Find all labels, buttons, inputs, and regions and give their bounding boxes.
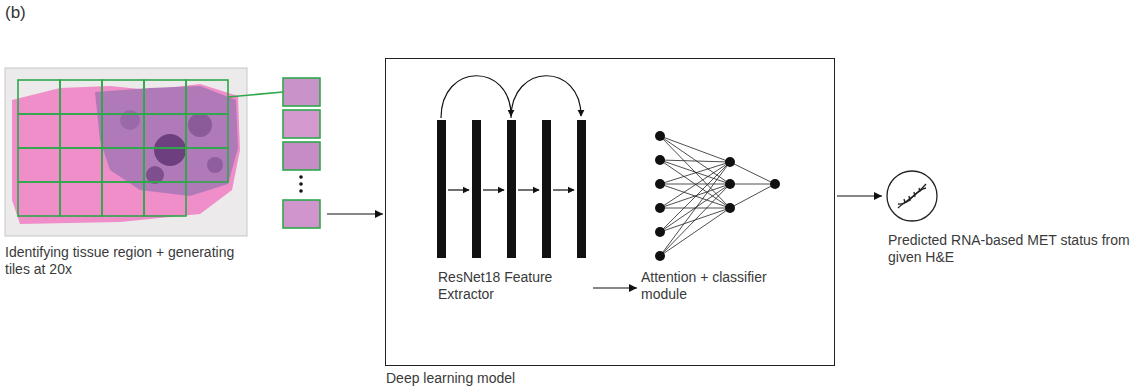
arrow-head bbox=[375, 210, 383, 218]
tile-stack bbox=[283, 78, 320, 228]
connector-arrow bbox=[593, 284, 637, 292]
panel-label: (b) bbox=[5, 3, 26, 23]
node-caption: Identifying tissue region + generating t… bbox=[5, 244, 245, 278]
node-caption: Deep learning model bbox=[386, 370, 686, 387]
arrow-head bbox=[629, 284, 637, 292]
feature-extractor: ResNet18 Feature Extractor bbox=[433, 81, 591, 311]
resnet-symbol bbox=[437, 76, 586, 258]
arrow-head bbox=[874, 192, 882, 200]
prediction-output: Predicted RNA-based MET status from give… bbox=[884, 168, 1138, 272]
model-box: Deep learning modelResNet18 Feature Extr… bbox=[385, 58, 835, 366]
node-caption: Predicted RNA-based MET status from give… bbox=[888, 232, 1136, 266]
connector-arrow bbox=[327, 210, 383, 218]
network-symbol bbox=[655, 131, 780, 261]
node-caption: Attention + classifier module bbox=[641, 269, 811, 303]
slide-panel: Identifying tissue region + generating t… bbox=[5, 68, 325, 283]
connector-arrow bbox=[837, 192, 882, 200]
node-caption: ResNet18 Feature Extractor bbox=[438, 269, 588, 303]
classifier-module: Attention + classifier module bbox=[639, 81, 819, 311]
slide-image bbox=[5, 68, 283, 236]
dna-icon bbox=[887, 171, 937, 221]
connector-line bbox=[327, 213, 383, 214]
